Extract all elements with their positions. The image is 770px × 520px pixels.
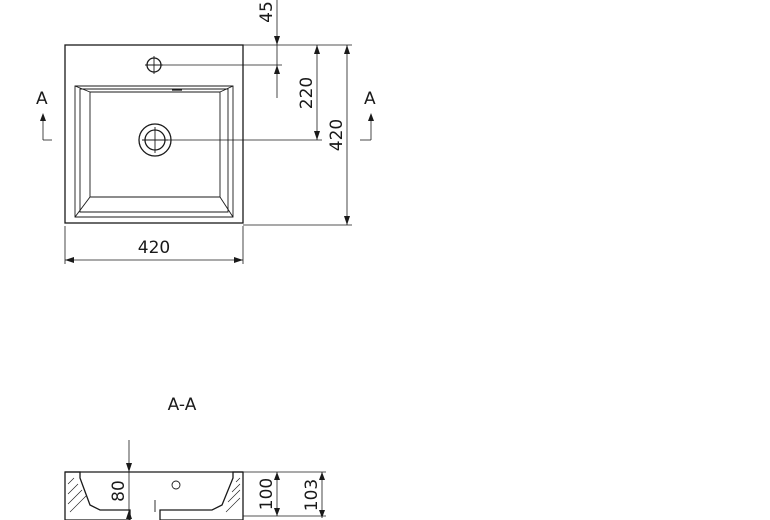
- section-marker-right: A: [360, 89, 376, 141]
- body-height-value: 100: [257, 478, 277, 510]
- tap-hole: [145, 56, 163, 74]
- depth-dimension: 420: [327, 45, 350, 225]
- section-marker-left: A: [36, 89, 52, 141]
- section-view: A-A 80: [64, 395, 326, 520]
- tap-offset-value: 45: [257, 1, 277, 23]
- section-title: A-A: [168, 395, 197, 415]
- drain-offset-value: 220: [297, 77, 317, 109]
- drain: [138, 123, 172, 157]
- plan-view: A A 420 45: [36, 0, 376, 264]
- bowl-depth-value: 80: [109, 480, 129, 502]
- section-label-right: A: [364, 89, 376, 109]
- basin-outline: [64, 44, 244, 224]
- section-right-wall: [159, 471, 244, 520]
- body-height-dimension: 100: [257, 472, 280, 516]
- bowl-depth-dimension: 80: [109, 440, 132, 520]
- width-dimension: 420: [64, 226, 244, 264]
- section-left-wall: [64, 471, 131, 520]
- tap-offset-dimension: 45: [257, 0, 280, 98]
- total-height-dimension: 103: [302, 472, 325, 518]
- drain-offset-dimension: 220: [297, 45, 320, 140]
- depth-value: 420: [327, 119, 347, 151]
- total-height-value: 103: [302, 479, 322, 511]
- section-overflow-hole: [171, 480, 181, 490]
- section-label-left: A: [36, 89, 48, 109]
- width-value: 420: [138, 238, 170, 258]
